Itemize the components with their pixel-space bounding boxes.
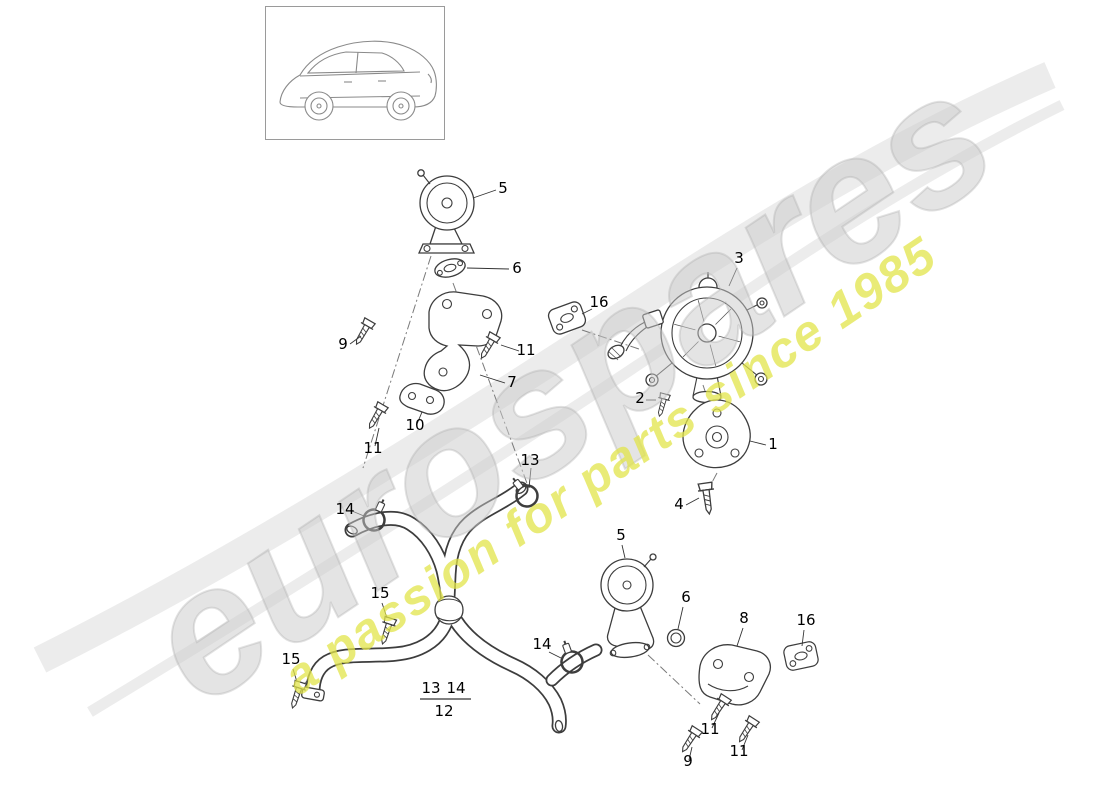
hose-assembly-drawing <box>301 481 567 734</box>
vehicle-thumbnail <box>265 6 445 140</box>
air-valve-top-drawing <box>417 169 476 254</box>
callout-screw-9[interactable]: 9 <box>338 335 348 353</box>
callout-labels: 5 6 16 3 9 11 7 10 2 11 1 13 4 14 5 15 6… <box>281 179 815 770</box>
watermark-brand-text: eurospares <box>110 33 1027 742</box>
air-valve-lower-drawing <box>600 553 657 659</box>
leader-lines <box>292 189 805 761</box>
watermark-swoosh <box>33 62 1065 717</box>
gasket-16b-drawing <box>782 639 820 673</box>
callout-screw-9b[interactable]: 9 <box>683 752 693 770</box>
screw-9b-drawing <box>676 724 704 757</box>
bracket-7-drawing <box>423 291 503 392</box>
callout-valve-5b[interactable]: 5 <box>616 526 626 544</box>
mounting-flange-1-drawing <box>682 399 751 469</box>
callout-bracket-8[interactable]: 8 <box>739 609 749 627</box>
callout-seal-6b[interactable]: 6 <box>681 588 691 606</box>
gasket-6-drawing <box>434 258 466 278</box>
callout-bolt-4[interactable]: 4 <box>674 495 684 513</box>
bracket-10-drawing <box>399 382 445 415</box>
callout-clamp-13-group[interactable]: 13 <box>421 679 440 697</box>
callout-clamp-13[interactable]: 13 <box>520 451 539 469</box>
callout-screw-15b[interactable]: 15 <box>281 650 300 668</box>
callout-gasket-6[interactable]: 6 <box>512 259 522 277</box>
porsche-panamera-outline-icon <box>279 40 437 121</box>
callout-valve-5[interactable]: 5 <box>498 179 508 197</box>
callout-screw-11c[interactable]: 11 <box>700 720 719 738</box>
bracket-8-drawing <box>698 644 772 706</box>
bolt-4-drawing <box>696 481 719 516</box>
callout-clamp-14b[interactable]: 14 <box>532 635 551 653</box>
callout-gasket-16b[interactable]: 16 <box>796 611 815 629</box>
screw-11c-drawing <box>705 692 733 725</box>
callout-bracket-7[interactable]: 7 <box>507 373 517 391</box>
callout-air-pump-3[interactable]: 3 <box>734 249 744 267</box>
callout-gasket-16[interactable]: 16 <box>589 293 608 311</box>
callout-bracket-10[interactable]: 10 <box>405 416 424 434</box>
seal-6-lower-drawing <box>666 628 686 648</box>
callout-screw-11[interactable]: 11 <box>516 341 535 359</box>
callout-clamp-14[interactable]: 14 <box>335 500 354 518</box>
callout-screw-11b[interactable]: 11 <box>363 439 382 457</box>
screw-11d-drawing <box>733 714 761 747</box>
callout-screw-11d[interactable]: 11 <box>729 742 748 760</box>
callout-screw-15[interactable]: 15 <box>370 584 389 602</box>
callout-clamp-14-group[interactable]: 14 <box>446 679 465 697</box>
callout-hose-12[interactable]: 12 <box>434 702 453 720</box>
watermark: eurospares a passion for parts since 198… <box>109 32 1028 743</box>
callout-bolt-2[interactable]: 2 <box>635 389 645 407</box>
callout-flange-1[interactable]: 1 <box>768 435 778 453</box>
hose-stub-drawing <box>545 643 603 687</box>
screw-9-drawing <box>349 316 377 349</box>
air-pump-drawing <box>607 272 768 404</box>
